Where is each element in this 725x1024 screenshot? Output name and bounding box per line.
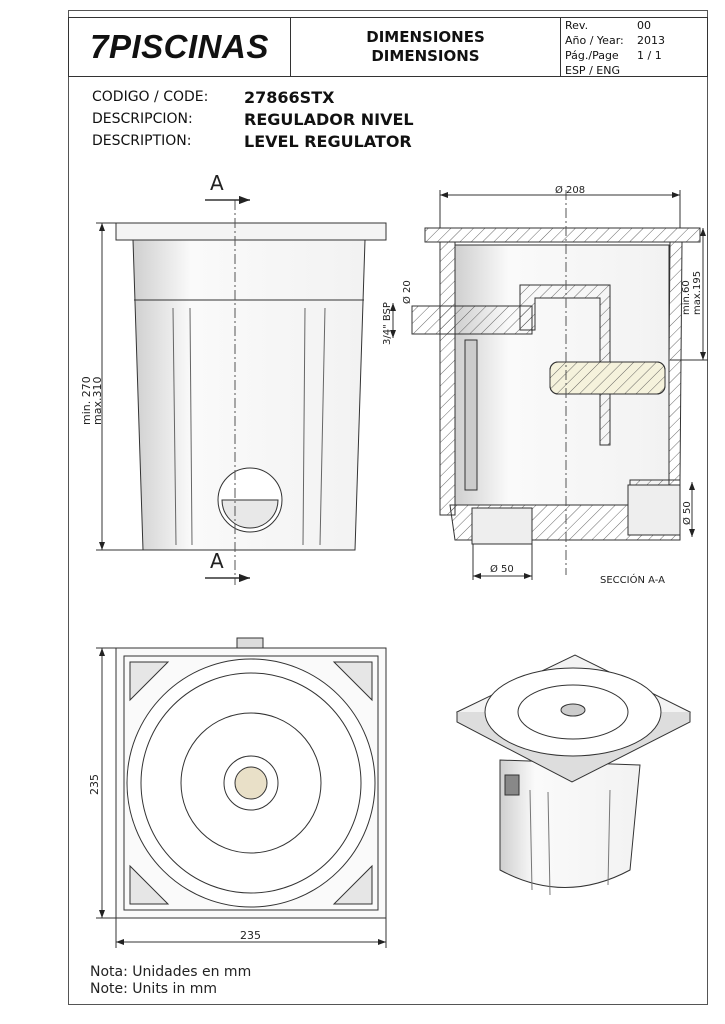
description-en-value: LEVEL REGULATOR: [244, 132, 412, 151]
title-es: DIMENSIONES: [366, 28, 485, 46]
year-label: Año / Year:: [565, 34, 624, 47]
title-en: DIMENSIONS: [371, 47, 480, 65]
company-logo: 7PISCINAS: [68, 17, 291, 77]
note-en: Note: Units in mm: [90, 981, 217, 997]
code-label: CODIGO / CODE:: [92, 89, 209, 105]
description-en-label: DESCRIPTION:: [92, 133, 192, 149]
top-diameter-label: Ø 208: [555, 184, 585, 196]
code-row: CODIGO / CODE: 27866STX: [92, 88, 334, 107]
bottom-outlet-label: Ø 50: [490, 563, 514, 575]
title-block: DIMENSIONES DIMENSIONS: [290, 17, 561, 77]
plan-width-label: 235: [240, 929, 261, 942]
height-max-label: max.310: [91, 377, 104, 425]
note-es: Nota: Unidades en mm: [90, 964, 251, 980]
inlet-diameter-label: Ø 20: [401, 280, 413, 304]
thread-label: 3/4" BSP: [382, 302, 393, 345]
plan-view: [96, 637, 387, 948]
description-es-row: DESCRIPCION: REGULADOR NIVEL: [92, 110, 414, 129]
section-caption: SECCIÓN A-A: [600, 573, 665, 586]
drawing-frame: [68, 10, 708, 1005]
page-label: Pág./Page: [565, 49, 619, 62]
code-value: 27866STX: [244, 88, 335, 107]
year-value: 2013: [637, 34, 665, 47]
rev-value: 00: [637, 19, 651, 32]
height-min-label: min. 270: [80, 376, 93, 425]
page-value: 1 / 1: [637, 49, 662, 62]
description-en-row: DESCRIPTION: LEVEL REGULATOR: [92, 132, 412, 151]
front-view: [96, 195, 387, 585]
section-mark-top: A: [210, 171, 224, 195]
level-max-label: max.195: [692, 271, 703, 315]
isometric-view: [455, 654, 692, 896]
level-min-label: min.60: [681, 280, 692, 315]
description-es-value: REGULADOR NIVEL: [244, 110, 414, 129]
rev-label: Rev.: [565, 19, 589, 32]
side-outlet-label: Ø 50: [681, 501, 693, 525]
language: ESP / ENG: [565, 64, 620, 77]
section-view: [390, 190, 708, 580]
revision-block: Rev. 00 Año / Year: 2013 Pág./Page 1 / 1 ES…: [560, 17, 708, 77]
description-es-label: DESCRIPCION:: [92, 111, 193, 127]
plan-depth-label: 235: [88, 774, 101, 795]
section-mark-bottom: A: [210, 549, 224, 573]
